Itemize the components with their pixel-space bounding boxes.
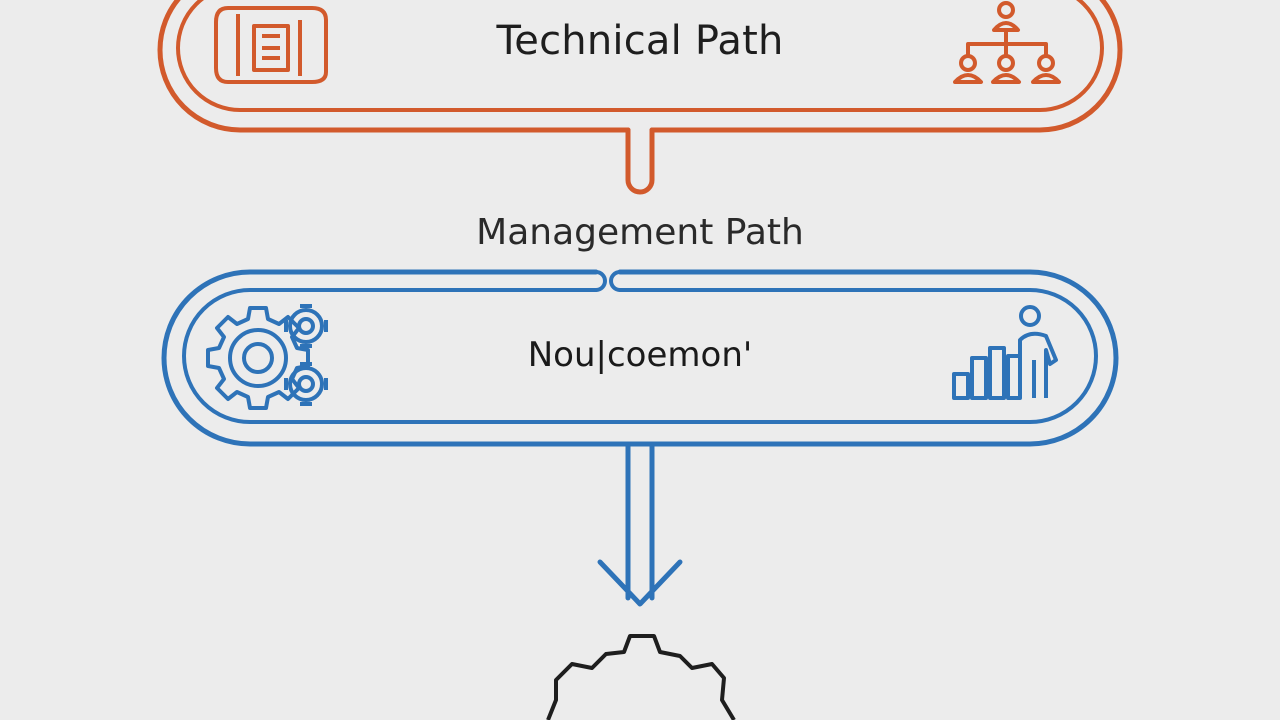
gear-outline-icon: [546, 634, 736, 720]
org-chart-icon: [953, 1, 1061, 84]
technical-path-box: [157, 0, 1123, 195]
gears-icon: [206, 304, 328, 410]
management-path-label: Management Path: [476, 212, 804, 253]
technical-path-label: Technical Path: [496, 18, 784, 64]
lower-box-label: Nou|coemon': [527, 335, 753, 375]
management-path-box: [161, 269, 1119, 607]
blueprint-scroll-icon: [214, 6, 328, 84]
bar-chart-person-icon: [952, 305, 1058, 400]
